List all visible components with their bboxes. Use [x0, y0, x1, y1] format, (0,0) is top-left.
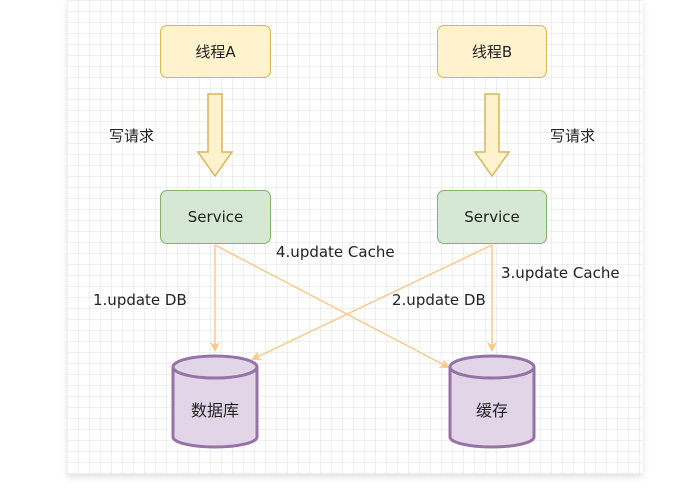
thread-b-label: 线程B	[471, 43, 513, 61]
write-request-right-label: 写请求	[550, 127, 596, 145]
edge-update-db-right	[251, 244, 493, 361]
edge-label-step2: 2.update DB	[392, 291, 486, 309]
edge-label-step1: 1.update DB	[93, 291, 187, 309]
cache-label: 缓存	[475, 401, 508, 420]
block-arrow-left	[196, 93, 234, 178]
edge-update-cache-left	[214, 244, 450, 368]
edge-label-step3: 3.update Cache	[501, 264, 620, 282]
service-right-label: Service	[464, 208, 520, 226]
cache-cylinder[interactable]	[448, 354, 536, 449]
database-cylinder[interactable]	[171, 354, 259, 449]
thread-a-box[interactable]: 线程A	[160, 25, 271, 78]
thread-b-box[interactable]: 线程B	[437, 25, 547, 78]
service-left-label: Service	[187, 208, 244, 226]
edge-label-step4: 4.update Cache	[276, 243, 395, 261]
thread-a-label: 线程A	[195, 43, 236, 61]
database-label: 数据库	[190, 401, 239, 420]
diagram-canvas	[67, 0, 643, 474]
block-arrow-right	[473, 93, 511, 178]
write-request-left-label: 写请求	[109, 127, 155, 145]
service-left-box[interactable]: Service	[160, 190, 271, 244]
service-right-box[interactable]: Service	[437, 190, 547, 244]
